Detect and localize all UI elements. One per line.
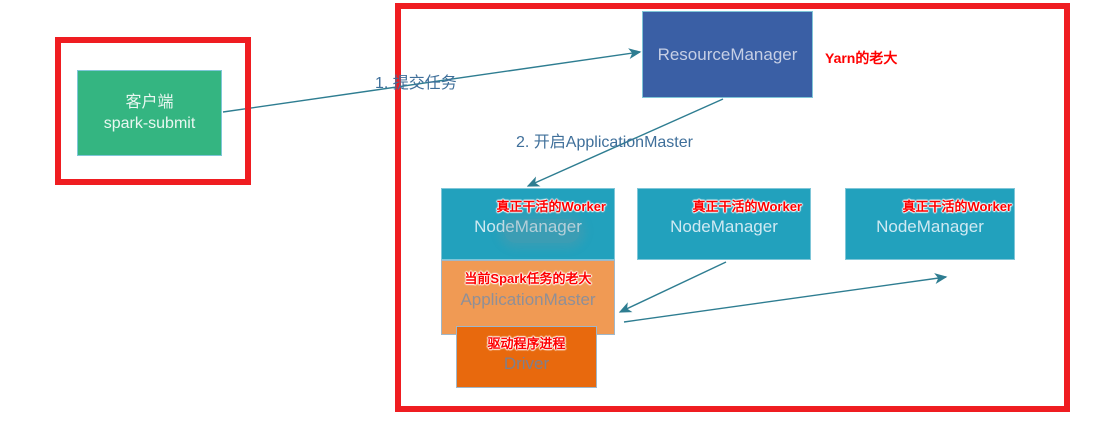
- resourcemanager-annotation: Yarn的老大: [825, 50, 898, 66]
- step-label-2: 2. 开启ApplicationMaster: [516, 134, 693, 151]
- connector-applicationmaster-to-nodemanager3: [623, 273, 948, 323]
- step-label-1: 1. 提交任务: [375, 75, 457, 92]
- driver-node[interactable]: 驱动程序进程 Driver: [456, 326, 597, 388]
- resourcemanager-node[interactable]: ResourceManager: [642, 11, 813, 98]
- connector-nodemanager2-to-applicationmaster: [618, 261, 727, 313]
- applicationmaster-node[interactable]: 当前Spark任务的老大 ApplicationMaster: [441, 260, 615, 335]
- cluster-highlight-frame: [395, 3, 1070, 412]
- resourcemanager-label: ResourceManager: [657, 44, 798, 64]
- nodemanager-annotation-3: 真正干活的Worker: [902, 199, 1012, 214]
- connector-client-to-resourcemanager: [222, 48, 642, 113]
- blur-redaction-overlay: [504, 219, 580, 243]
- applicationmaster-label: ApplicationMaster: [460, 290, 596, 309]
- connector-resourcemanager-to-nodemanager: [526, 98, 724, 187]
- applicationmaster-annotation: 当前Spark任务的老大: [464, 271, 592, 286]
- driver-annotation: 驱动程序进程: [487, 336, 566, 351]
- nodemanager-node-2[interactable]: 真正干活的Worker NodeManager: [637, 188, 811, 260]
- nodemanager-label-1: NodeManager: [474, 217, 582, 236]
- nodemanager-node-3[interactable]: 真正干活的Worker NodeManager: [845, 188, 1015, 260]
- driver-label: Driver: [503, 354, 550, 373]
- client-highlight-frame: [55, 37, 251, 185]
- nodemanager-label-2: NodeManager: [670, 217, 778, 236]
- nodemanager-annotation-2: 真正干活的Worker: [692, 199, 802, 214]
- nodemanager-label-3: NodeManager: [876, 217, 984, 236]
- nodemanager-annotation-1: 真正干活的Worker: [496, 199, 606, 214]
- nodemanager-node-1[interactable]: 真正干活的Worker NodeManager: [441, 188, 615, 260]
